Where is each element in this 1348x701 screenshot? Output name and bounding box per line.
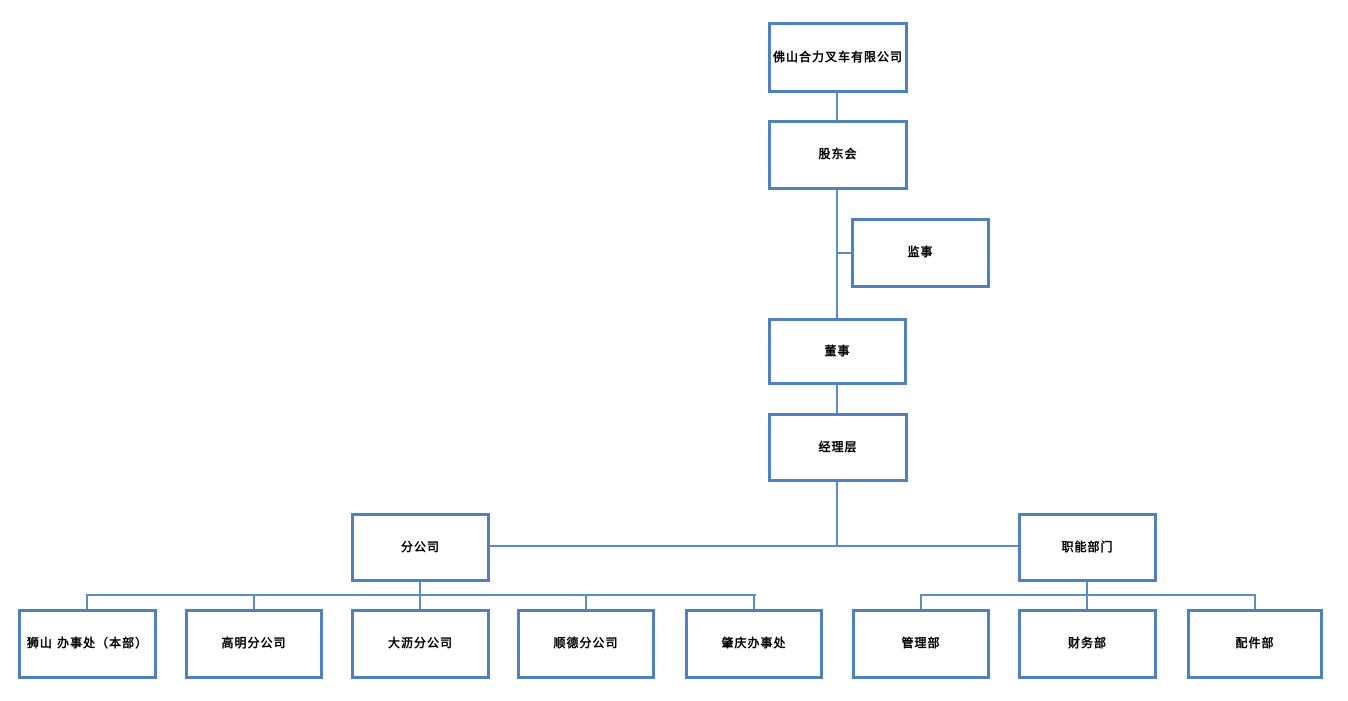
org-node-management-level: 经理层 bbox=[768, 413, 908, 482]
org-node-label: 分公司 bbox=[400, 539, 440, 554]
org-node-dali-branch: 大沥分公司 bbox=[351, 609, 490, 679]
org-node-supervisors: 监事 bbox=[851, 218, 990, 288]
org-node-functional-departments: 职能部门 bbox=[1018, 513, 1157, 582]
org-node-company: 佛山合力叉车有限公司 bbox=[768, 22, 908, 93]
connector-shareholders-to-directors bbox=[836, 190, 838, 318]
org-node-label: 管理部 bbox=[901, 636, 941, 651]
org-node-label: 股东会 bbox=[818, 147, 858, 162]
connector-drop-parts-dept bbox=[1254, 594, 1256, 609]
org-node-finance-dept: 财务部 bbox=[1018, 609, 1157, 679]
org-node-label: 财务部 bbox=[1067, 636, 1107, 651]
connector-branch-children-horizontal bbox=[86, 594, 756, 596]
org-node-directors: 董事 bbox=[768, 318, 907, 385]
org-node-label: 顺德分公司 bbox=[553, 636, 619, 651]
connector-company-to-shareholders bbox=[836, 93, 838, 120]
connector-functional-children-horizontal bbox=[920, 594, 1256, 596]
connector-drop-shunde bbox=[585, 594, 587, 609]
org-node-zhaoqing-office: 肇庆办事处 bbox=[685, 609, 823, 679]
connector-management-down bbox=[836, 482, 838, 546]
org-node-label: 肇庆办事处 bbox=[721, 636, 787, 651]
connector-drop-gaoming bbox=[253, 594, 255, 609]
connector-stub-to-supervisors bbox=[838, 252, 851, 254]
connector-drop-management-dept bbox=[920, 594, 922, 609]
connector-main-horizontal bbox=[490, 545, 1018, 547]
org-node-label: 职能部门 bbox=[1061, 539, 1114, 554]
org-node-label: 配件部 bbox=[1235, 636, 1275, 651]
org-node-label: 董事 bbox=[824, 343, 851, 358]
connector-drop-shishan bbox=[86, 594, 88, 609]
org-node-management-dept: 管理部 bbox=[852, 609, 990, 679]
org-node-parts-dept: 配件部 bbox=[1187, 609, 1323, 679]
org-node-shunde-branch: 顺德分公司 bbox=[517, 609, 655, 679]
org-node-label: 经理层 bbox=[818, 439, 858, 454]
org-node-label: 佛山合力叉车有限公司 bbox=[772, 49, 903, 64]
connector-directors-to-management bbox=[836, 385, 838, 413]
org-node-label: 狮山 办事处（本部） bbox=[26, 636, 149, 651]
org-node-label: 监事 bbox=[907, 245, 934, 260]
connector-drop-zhaoqing bbox=[753, 594, 755, 609]
org-node-label: 高明分公司 bbox=[221, 636, 287, 651]
org-node-gaoming-branch: 高明分公司 bbox=[185, 609, 323, 679]
org-node-branch-companies: 分公司 bbox=[351, 513, 490, 582]
org-node-shishan-office-hq: 狮山 办事处（本部） bbox=[18, 609, 157, 679]
org-node-shareholders-meeting: 股东会 bbox=[768, 120, 908, 190]
org-node-label: 大沥分公司 bbox=[387, 636, 453, 651]
